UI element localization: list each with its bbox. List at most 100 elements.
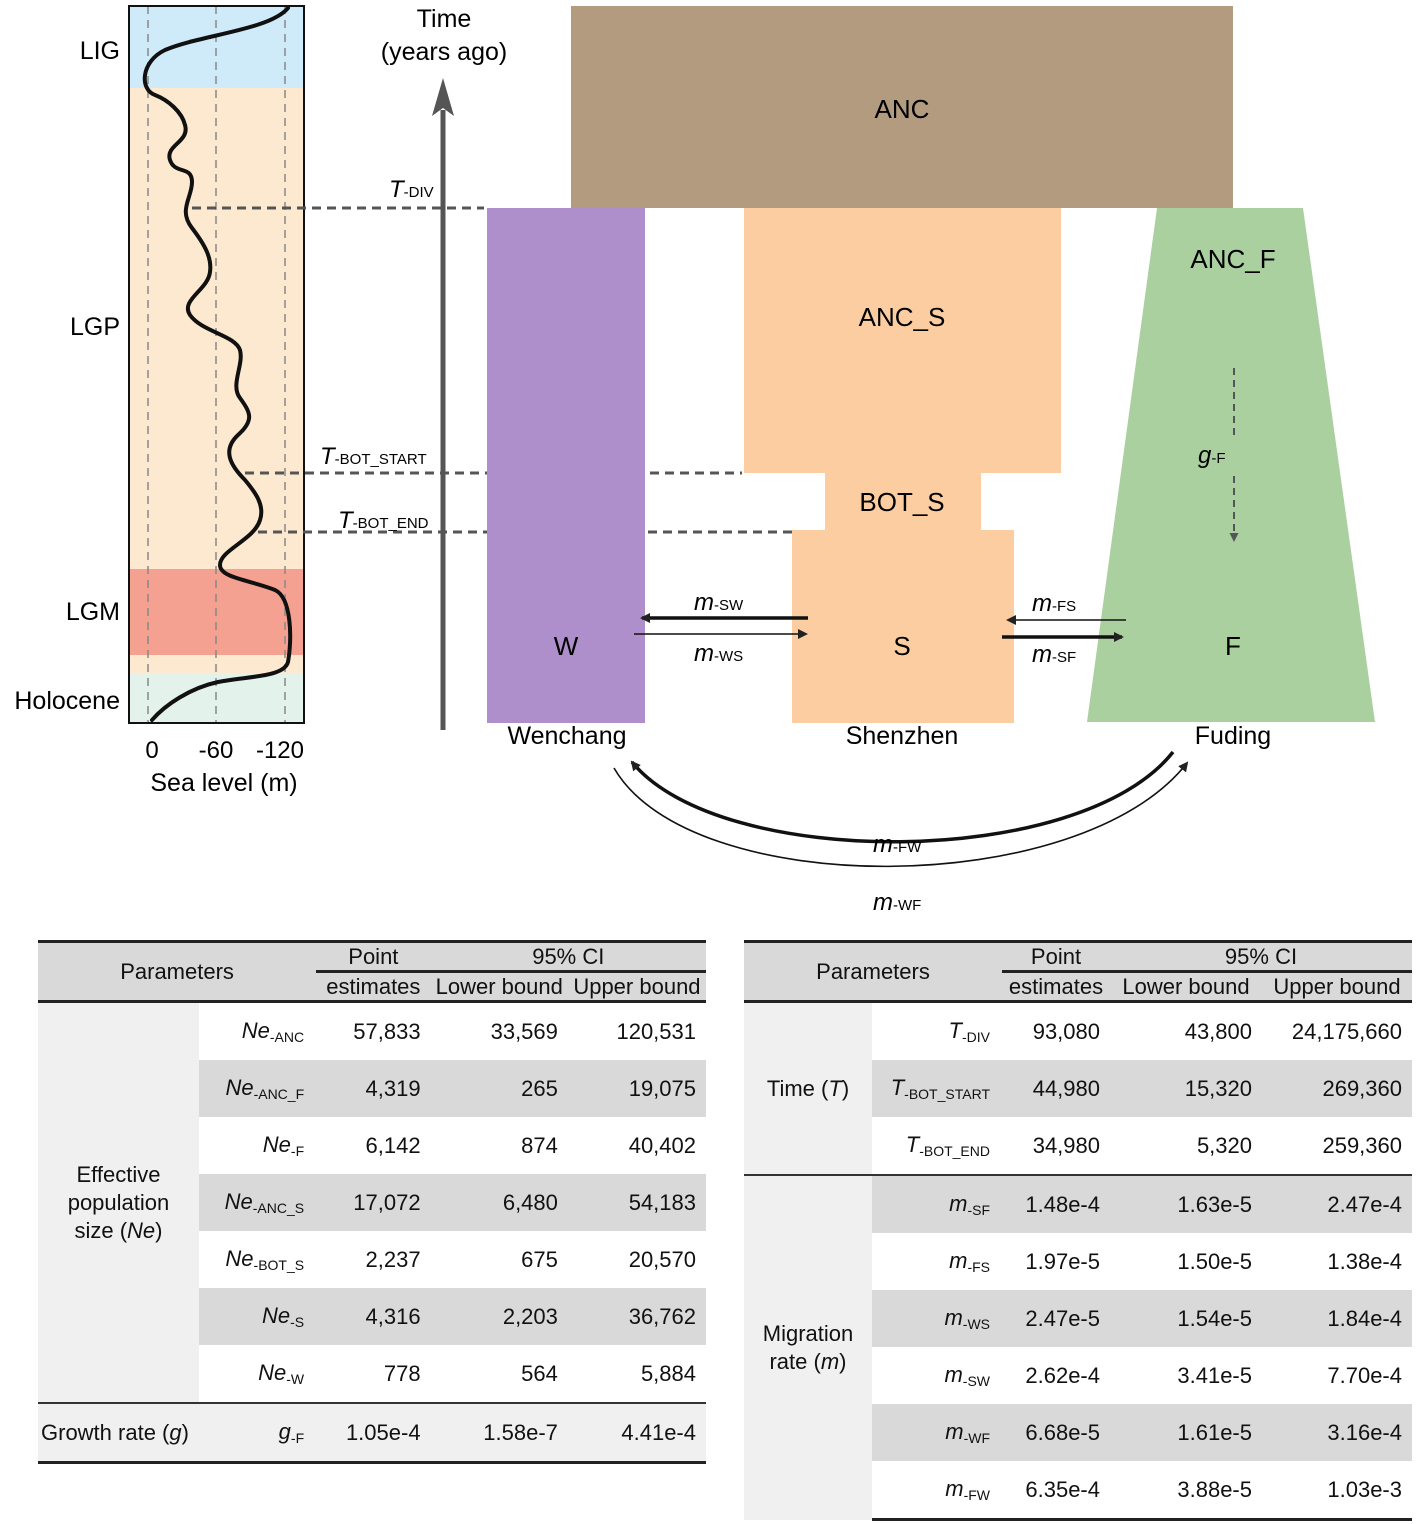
table-row: m-SW 2.62e-4 3.41e-5 7.70e-4 <box>744 1347 1412 1404</box>
time-migration-parameter-table: Parameters Point 95% CI estimates Lower … <box>744 940 1412 1521</box>
point-estimate: 44,980 <box>1002 1060 1110 1117</box>
upper-bound: 20,570 <box>628 1246 696 1272</box>
pop-label-s: S <box>893 631 910 661</box>
table-row: Ne-F 6,142 874 40,402 <box>38 1117 706 1174</box>
lower-bound: 6,480 <box>430 1174 568 1231</box>
lower-bound: 874 <box>521 1132 558 1158</box>
upper-bound: 19,075 <box>567 1060 706 1117</box>
label-m-ws: m-WS <box>694 640 743 667</box>
param-name: g-F <box>198 1402 317 1464</box>
lower-bound: 1.63e-5 <box>1110 1174 1262 1233</box>
param-name: Ne-ANC_F <box>198 1060 317 1117</box>
param-name: Ne-W <box>258 1360 305 1387</box>
table-row: Ne-ANC_F 4,319 265 19,075 <box>38 1060 706 1117</box>
period-label-lgp: LGP <box>70 313 120 341</box>
table-row: Ne-ANC_S 17,072 6,480 54,183 <box>38 1174 706 1231</box>
site-label-shenzhen: Shenzhen <box>846 722 959 750</box>
table-row: Time (T) T-DIV 93,080 43,800 24,175,660 <box>744 1001 1412 1175</box>
pop-label-w: W <box>554 631 579 661</box>
upper-bound: 3.16e-4 <box>1262 1404 1412 1461</box>
header-upper: Upper bound <box>567 970 706 1003</box>
upper-bound: 1.03e-3 <box>1262 1461 1412 1521</box>
upper-bound: 54,183 <box>567 1174 706 1231</box>
sea-level-xlabel: Sea level (m) <box>150 769 297 797</box>
pop-label-bot-s: BOT_S <box>859 487 944 517</box>
sea-level-tick-120: -120 <box>256 737 304 764</box>
pop-label-anc-f: ANC_F <box>1190 244 1275 274</box>
table-header-row: Parameters Point 95% CI <box>744 940 1412 1003</box>
pop-s <box>792 530 1014 723</box>
point-estimate: 2.62e-4 <box>1025 1362 1100 1388</box>
time-axis: Time (years ago) <box>381 5 507 730</box>
point-estimate: 93,080 <box>1032 1018 1100 1044</box>
label-m-fs: m-FS <box>1032 590 1076 617</box>
upper-bound: 120,531 <box>616 1018 696 1044</box>
upper-bound: 5,884 <box>640 1360 696 1386</box>
lower-bound: 3.88e-5 <box>1110 1461 1262 1521</box>
header-point-2: estimates <box>316 970 431 1003</box>
lower-bound: 1.54e-5 <box>1110 1290 1262 1347</box>
demographic-model-diagram: LIG LGP LGM Holocene 0 -60 -120 Sea leve… <box>14 5 1375 916</box>
sea-level-curve <box>142 6 293 722</box>
point-estimate: 778 <box>383 1360 421 1386</box>
sea-level-tick-0: 0 <box>145 737 158 764</box>
header-lower: Lower bound <box>1110 970 1262 1003</box>
point-estimate: 2.47e-5 <box>1002 1290 1110 1347</box>
point-estimate: 1.97e-5 <box>1025 1248 1100 1274</box>
point-estimate: 1.48e-4 <box>1002 1174 1110 1233</box>
upper-bound: 40,402 <box>628 1132 696 1158</box>
point-estimate: 34,980 <box>1032 1132 1100 1158</box>
header-point-1: Point <box>316 940 431 973</box>
label-m-fw: m-FW <box>873 831 922 858</box>
lower-bound: 5,320 <box>1196 1132 1252 1158</box>
table-row: m-WF 6.68e-5 1.61e-5 3.16e-4 <box>744 1404 1412 1461</box>
time-axis-title: Time <box>417 5 472 33</box>
lower-bound: 15,320 <box>1110 1060 1262 1117</box>
pop-anc <box>571 6 1233 208</box>
table-row: T-BOT_END 34,980 5,320 259,360 <box>744 1117 1412 1175</box>
param-name: T-DIV <box>948 1018 990 1045</box>
upper-bound: 7.70e-4 <box>1327 1362 1402 1388</box>
table-row: T-BOT_START 44,980 15,320 269,360 <box>744 1060 1412 1117</box>
table-row: Ne-W 778 564 5,884 <box>38 1345 706 1403</box>
table-row: Ne-BOT_S 2,237 675 20,570 <box>38 1231 706 1288</box>
table-row: m-WS 2.47e-5 1.54e-5 1.84e-4 <box>744 1290 1412 1347</box>
period-label-holocene: Holocene <box>14 687 120 715</box>
lower-bound: 675 <box>521 1246 558 1272</box>
pop-w <box>487 208 645 723</box>
table-subheader-row: estimates Lower bound Upper bound <box>744 970 1412 1003</box>
point-estimate: 4,316 <box>316 1288 431 1345</box>
param-name: m-WS <box>872 1290 1002 1347</box>
param-name: m-SW <box>944 1362 990 1389</box>
upper-bound: 36,762 <box>567 1288 706 1345</box>
label-m-wf: m-WF <box>873 889 921 916</box>
lower-bound: 43,800 <box>1184 1018 1252 1044</box>
param-name: Ne-F <box>262 1132 305 1159</box>
lower-bound: 33,569 <box>490 1018 558 1044</box>
upper-bound: 24,175,660 <box>1291 1018 1402 1044</box>
header-point-1: Point <box>1002 940 1110 973</box>
upper-bound: 1.38e-4 <box>1327 1248 1402 1274</box>
table-row: Ne-S 4,316 2,203 36,762 <box>38 1288 706 1345</box>
point-estimate: 6.35e-4 <box>1002 1461 1110 1521</box>
site-label-fuding: Fuding <box>1195 722 1271 750</box>
sea-level-frame <box>128 5 305 724</box>
table-row: m-FW 6.35e-4 3.88e-5 1.03e-3 <box>744 1461 1412 1521</box>
param-name: T-BOT_END <box>905 1132 990 1159</box>
populations: ANC ANC_S BOT_S ANC_F W S F Wenchang She… <box>487 6 1375 750</box>
site-label-wenchang: Wenchang <box>507 722 626 750</box>
param-name: m-FS <box>949 1248 990 1275</box>
upper-bound: 4.41e-4 <box>567 1402 706 1464</box>
point-estimate: 6.68e-5 <box>1002 1404 1110 1461</box>
upper-bound: 269,360 <box>1262 1060 1412 1117</box>
arrow-m-fw <box>630 750 1175 844</box>
param-name: Ne-ANC <box>241 1018 305 1045</box>
point-estimate: 6,142 <box>365 1132 421 1158</box>
pop-bot-s <box>825 473 981 532</box>
param-name: Ne-ANC_S <box>198 1174 317 1231</box>
header-point-2: estimates <box>1002 970 1110 1003</box>
event-label-bot-end: T-BOT_END <box>338 507 429 534</box>
upper-bound: 259,360 <box>1322 1132 1402 1158</box>
param-name: Ne-BOT_S <box>225 1246 305 1273</box>
